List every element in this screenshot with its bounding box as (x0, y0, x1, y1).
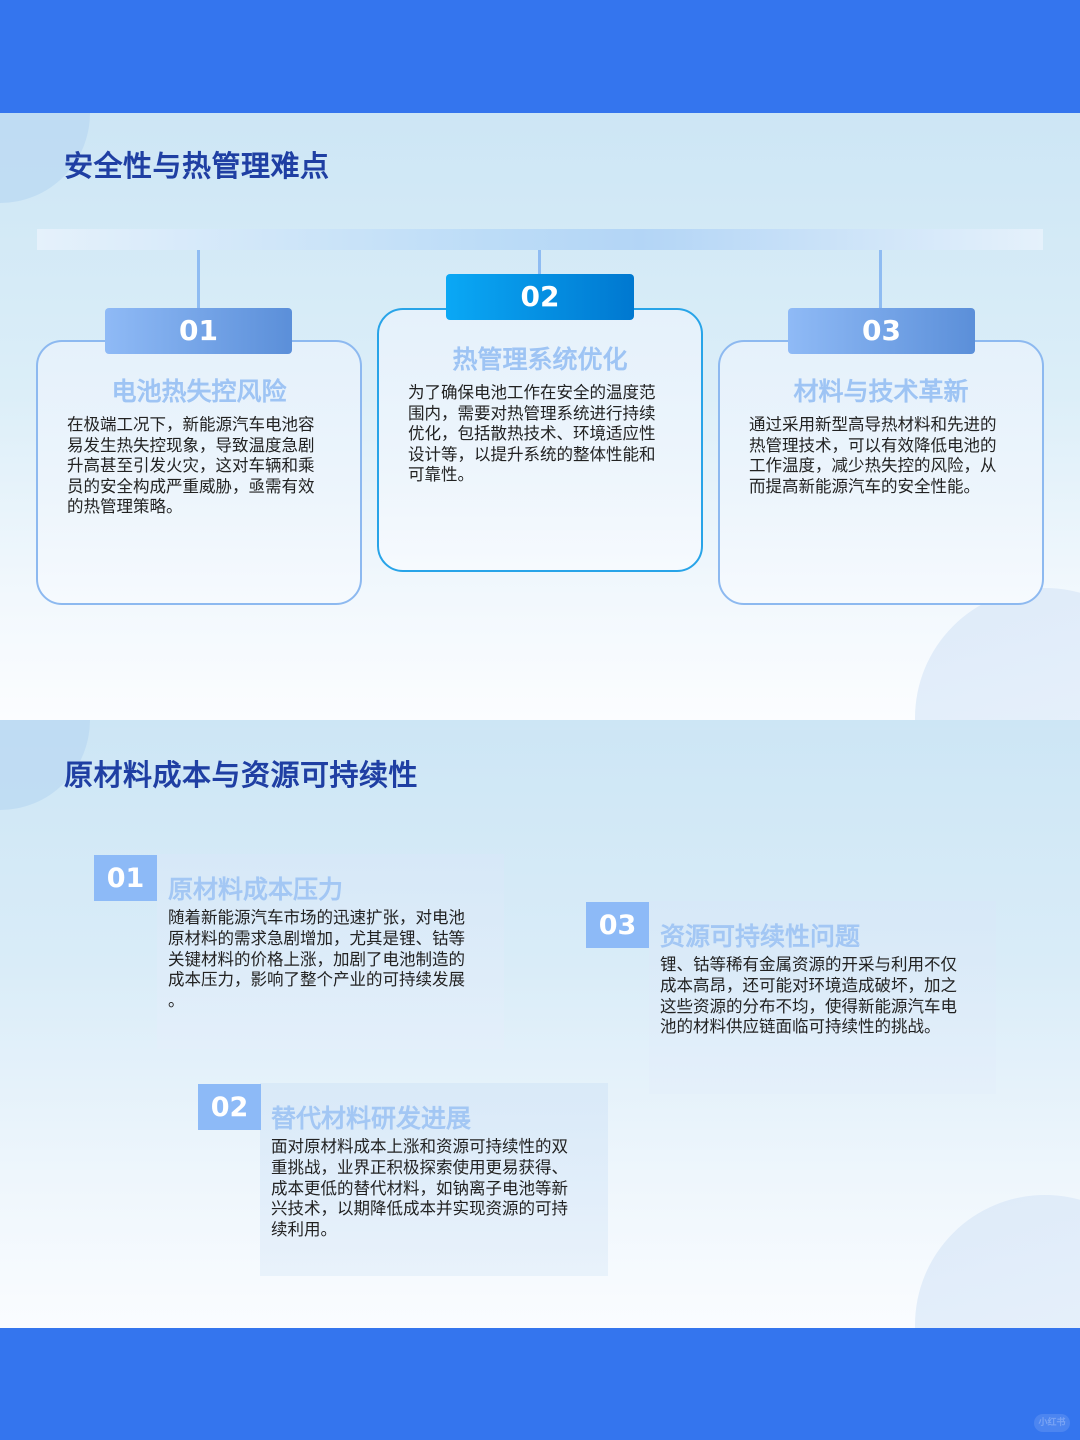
item-text-line: 面对原材料成本上涨和资源可持续性的双 (271, 1137, 568, 1156)
card-text-line: 热管理技术，可以有效降低电池的 (749, 435, 997, 455)
item-body: 锂、钴等稀有金属资源的开采与利用不仅 成本高昂，还可能对环境造成破坏，加之 这些… (660, 955, 990, 1038)
card-title: 电池热失控风险 (111, 377, 287, 406)
watermark-logo: 小红书 (1034, 1414, 1070, 1432)
item-body: 面对原材料成本上涨和资源可持续性的双 重挑战，业界正积极探索使用更易获得、 成本… (271, 1137, 601, 1241)
card-text-line: 易发生热失控现象，导致温度急剧 (67, 435, 315, 455)
item-text-line: 锂、钴等稀有金属资源的开采与利用不仅 (660, 955, 957, 974)
item-text-line: 续利用。 (271, 1220, 337, 1240)
card-text-line: 可靠性。 (408, 465, 474, 485)
item-text-line: 原材料的需求急剧增加，尤其是锂、钴等 (168, 928, 465, 948)
item-panel (649, 901, 996, 1094)
card-number-badge: 01 (105, 308, 292, 354)
card-text-line: 优化，包括散热技术、环境适应性 (408, 424, 656, 444)
item-text-line: 兴技术，以期降低成本并实现资源的可持 (271, 1199, 568, 1219)
item-text-line: 。 (168, 991, 185, 1011)
card-number-badge: 02 (446, 274, 634, 320)
item-number-box: 02 (198, 1084, 261, 1130)
bottom-footer-bar: 小红书 (0, 1328, 1080, 1440)
item-number-box: 01 (94, 855, 157, 901)
item-title: 替代材料研发进展 (271, 1104, 472, 1133)
timeline-bar (37, 229, 1043, 250)
item-text-line: 这些资源的分布不均，使得新能源汽车电 (660, 996, 957, 1016)
item-text-line: 成本压力，影响了整个产业的可持续发展 (168, 970, 465, 990)
item-text-line: 重挑战，业界正积极探索使用更易获得、 (271, 1157, 568, 1177)
section-title: 原材料成本与资源可持续性 (64, 758, 419, 792)
item-body: 随着新能源汽车市场的迅速扩张，对电池 原材料的需求急剧增加，尤其是锂、钴等 关键… (168, 908, 498, 1012)
decorative-circle (915, 1195, 1080, 1328)
card-text-line: 工作温度，减少热失控的风险，从 (749, 456, 997, 476)
card-title: 热管理系统优化 (452, 345, 628, 374)
card-text-line: 的热管理策略。 (67, 497, 183, 517)
card-text-line: 为了确保电池工作在安全的温度范 (408, 383, 656, 402)
item-text-line: 成本高昂，还可能对环境造成破坏，加之 (660, 975, 957, 995)
timeline-connector (879, 250, 882, 308)
item-text-line: 关键材料的价格上涨，加剧了电池制造的 (168, 949, 465, 969)
card-body: 在极端工况下，新能源汽车电池容 易发生热失控现象，导致温度急剧 升高甚至引发火灾… (67, 415, 337, 518)
card-text-line: 通过采用新型高导热材料和先进的 (749, 415, 997, 434)
material-cost-section: 原材料成本与资源可持续性 01 原材料成本压力 随着新能源汽车市场的迅速扩张，对… (0, 720, 1080, 1328)
timeline-connector (197, 250, 200, 308)
item-title: 原材料成本压力 (168, 875, 344, 904)
card-text-line: 在极端工况下，新能源汽车电池容 (67, 415, 315, 434)
card-text-line: 设计等，以提升系统的整体性能和 (408, 444, 656, 464)
decorative-circle (915, 588, 1080, 720)
item-number-box: 03 (586, 902, 649, 948)
item-text-line: 成本更低的替代材料，如钠离子电池等新 (271, 1178, 568, 1198)
card-text-line: 员的安全构成严重威胁，亟需有效 (67, 476, 315, 496)
timeline-connector (538, 250, 541, 275)
card-text-line: 升高甚至引发火灾，这对车辆和乘 (67, 456, 315, 476)
section-title: 安全性与热管理难点 (64, 149, 330, 183)
card-title: 材料与技术革新 (793, 377, 969, 406)
item-text-line: 池的材料供应链面临可持续性的挑战。 (660, 1017, 941, 1037)
card-body: 通过采用新型高导热材料和先进的 热管理技术，可以有效降低电池的 工作温度，减少热… (749, 415, 1019, 497)
item-panel (157, 854, 504, 1049)
card-text-line: 围内，需要对热管理系统进行持续 (408, 403, 656, 423)
item-panel (260, 1083, 608, 1276)
info-card-thermal-system: 热管理系统优化 为了确保电池工作在安全的温度范 围内，需要对热管理系统进行持续 … (377, 308, 703, 572)
card-text-line: 而提高新能源汽车的安全性能。 (749, 476, 980, 496)
safety-thermal-section: 安全性与热管理难点 电池热失控风险 在极端工况下，新能源汽车电池容 易发生热失控… (0, 113, 1080, 720)
item-title: 资源可持续性问题 (660, 922, 861, 951)
card-body: 为了确保电池工作在安全的温度范 围内，需要对热管理系统进行持续 优化，包括散热技… (408, 383, 678, 486)
top-header-bar (0, 0, 1080, 113)
info-card-thermal-runaway: 电池热失控风险 在极端工况下，新能源汽车电池容 易发生热失控现象，导致温度急剧 … (36, 340, 362, 605)
card-number-badge: 03 (788, 308, 975, 354)
info-card-material-innovation: 材料与技术革新 通过采用新型高导热材料和先进的 热管理技术，可以有效降低电池的 … (718, 340, 1044, 605)
item-text-line: 随着新能源汽车市场的迅速扩张，对电池 (168, 908, 465, 927)
